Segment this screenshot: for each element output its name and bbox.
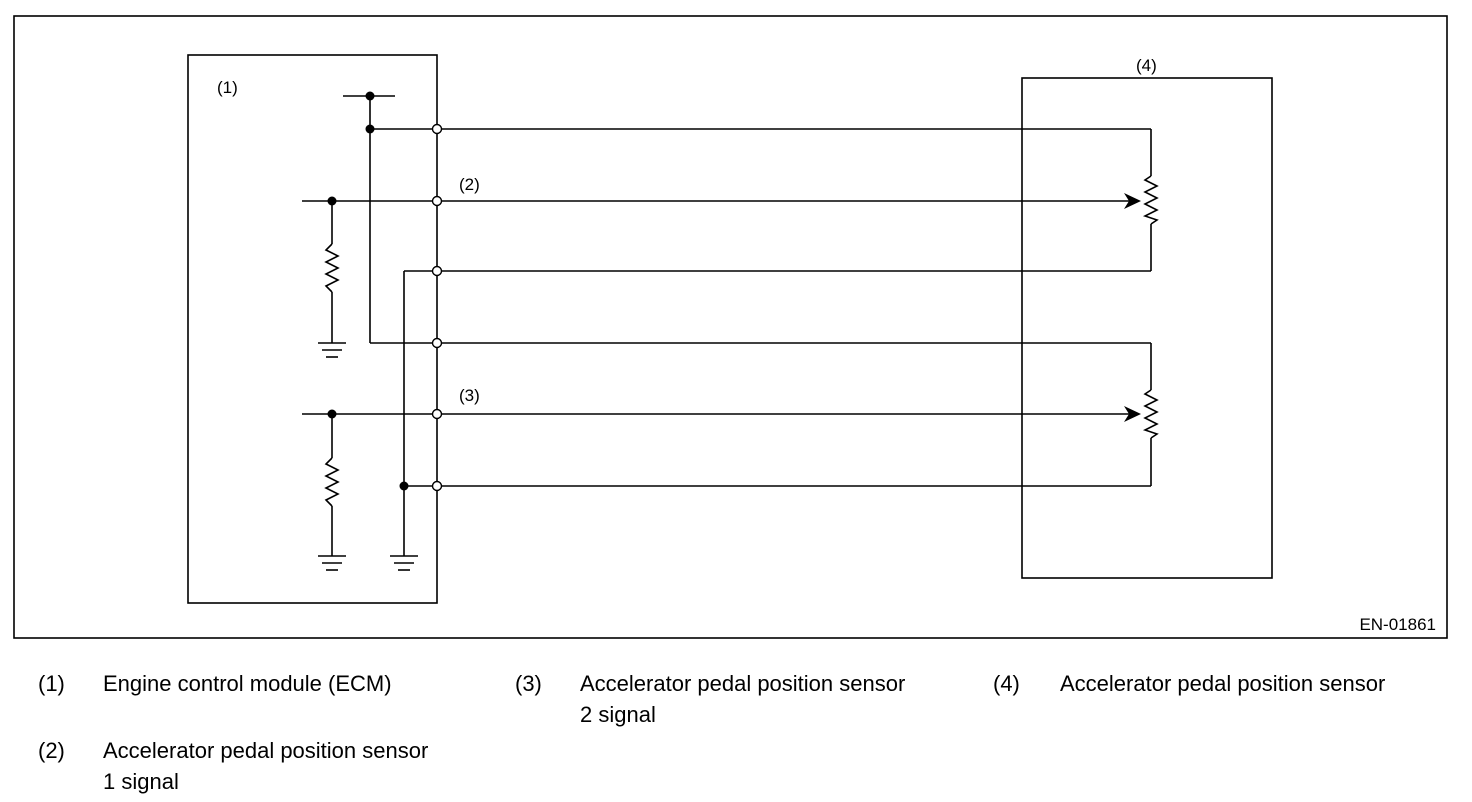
legend-text-4: Accelerator pedal position sensor: [1060, 671, 1386, 696]
junction-dots: [327, 91, 409, 491]
potentiometer-2: [1142, 389, 1159, 439]
callout-ecm: (1): [217, 78, 238, 97]
ecm-terminals: [431, 123, 443, 492]
callout-pedal-unit: (4): [1136, 56, 1157, 75]
wiring-diagram: (1) (2) (3) (4) EN-01861: [13, 15, 1448, 639]
wiper-arrow-2: [1124, 406, 1141, 422]
legend-num-2: (2): [38, 738, 65, 763]
ground-wiring: [390, 224, 1152, 571]
legend-text-3b: 2 signal: [580, 702, 656, 727]
legend-num-4: (4): [993, 671, 1020, 696]
figure-code: EN-01861: [1359, 615, 1436, 634]
sensor1-signal-wiring: [302, 200, 1130, 358]
callout-sensor2: (3): [459, 386, 480, 405]
callout-sensor1: (2): [459, 175, 480, 194]
legend-num-1: (1): [38, 671, 65, 696]
potentiometer-1: [1142, 175, 1159, 225]
power-supply-wiring: [343, 95, 1152, 390]
diagram-frame: [13, 15, 1448, 639]
legend-text-3a: Accelerator pedal position sensor: [580, 671, 906, 696]
sensor2-signal-wiring: [302, 413, 1130, 571]
legend-text-1: Engine control module (ECM): [103, 671, 392, 696]
wiper-arrow-1: [1124, 193, 1141, 209]
legend-text-2a: Accelerator pedal position sensor: [103, 738, 429, 763]
legend-text-2b: 1 signal: [103, 769, 179, 794]
pedal-sensor-box: [1021, 77, 1273, 579]
legend-num-3: (3): [515, 671, 542, 696]
ecm-box: [187, 54, 438, 604]
